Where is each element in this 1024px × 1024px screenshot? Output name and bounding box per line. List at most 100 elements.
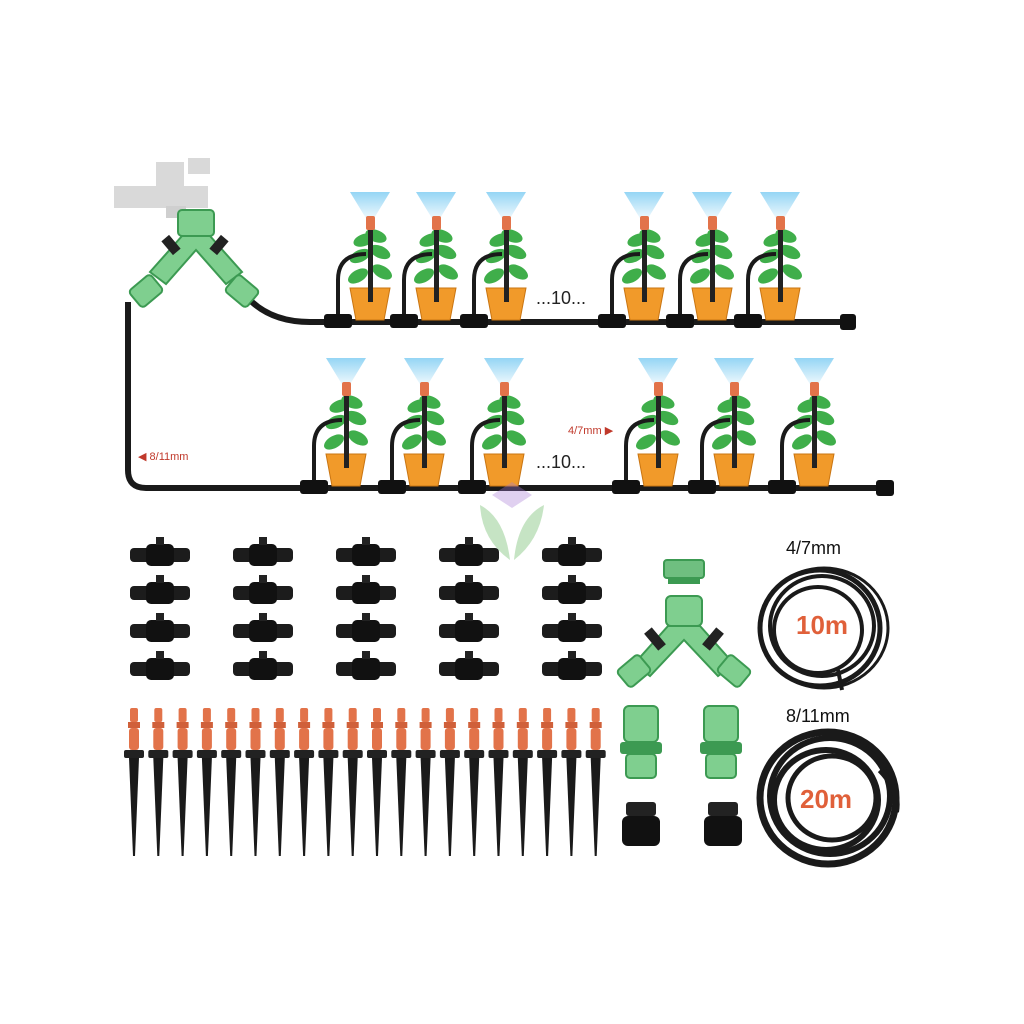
tee-connector (336, 537, 396, 566)
sprinkler-stake (342, 708, 363, 856)
sprinkler-stake (512, 708, 533, 856)
watermark-logo (480, 482, 544, 560)
plant-unit (390, 192, 458, 328)
nozzle (342, 382, 351, 396)
plant-unit (378, 358, 446, 494)
feed-tube (470, 418, 501, 488)
sprinkler-stake (537, 708, 558, 856)
feed-tube (336, 252, 367, 322)
sprinkler-stake (294, 708, 315, 856)
nozzle (502, 216, 511, 230)
water-spray (624, 192, 664, 220)
leaf (636, 434, 656, 450)
main-pipe-top (249, 299, 856, 325)
small-tube-size-label: 4/7mm (786, 538, 842, 558)
flower-pot (637, 453, 679, 487)
tee-connector (439, 613, 499, 642)
small-tube-length-label: 10m (796, 610, 849, 640)
tee-connector (130, 537, 190, 566)
sprinkler-stake (439, 708, 460, 856)
plant-unit (734, 192, 802, 328)
feed-tube (390, 418, 421, 488)
row-count-bottom: ...10... (536, 452, 587, 472)
feed-tube (610, 252, 641, 322)
leaf (646, 264, 666, 280)
plant-unit (688, 358, 756, 494)
end-plug-bottom (876, 480, 894, 496)
large-tube-size-label: 8/11mm (786, 706, 850, 726)
plant-unit (666, 192, 734, 328)
sprinkler-stake (367, 708, 387, 856)
leaf (372, 264, 392, 280)
sprinkler-stake (318, 708, 339, 856)
tee-connector (542, 575, 602, 604)
leaf (402, 434, 422, 450)
nozzle (500, 382, 509, 396)
tee-connector (233, 537, 293, 566)
quick-connector-1 (620, 705, 662, 779)
plant-unit (324, 192, 392, 328)
tee-connector (233, 575, 293, 604)
tube-coil-small (757, 566, 890, 691)
feed-tube (700, 418, 731, 488)
nozzle (420, 382, 429, 396)
leaf (414, 268, 434, 284)
main-pipe-size-text: 8/11mm (149, 451, 189, 463)
feed-tube (312, 418, 343, 488)
leaf (506, 430, 526, 446)
branch-pipe-size-label: 4/7mm ▶ (568, 424, 613, 437)
leaf (816, 430, 836, 446)
nozzle (654, 382, 663, 396)
plant-unit (598, 192, 666, 328)
leaf (622, 268, 642, 284)
plant-unit (612, 358, 680, 494)
water-spray (404, 358, 444, 386)
leaf (657, 410, 679, 426)
stake (732, 388, 737, 468)
leaf (505, 244, 527, 260)
feed-tube (746, 252, 777, 322)
right-arrow-icon: ▶ (604, 425, 614, 437)
stake (812, 388, 817, 468)
nozzle (366, 216, 375, 230)
flower-pot (485, 287, 527, 321)
leaf (792, 434, 812, 450)
water-spray (326, 358, 366, 386)
leaf (435, 244, 457, 260)
leaf (503, 410, 525, 426)
sprinkler-stake (464, 708, 485, 856)
feed-tube (402, 252, 433, 322)
tee-connector (336, 575, 396, 604)
stake (710, 222, 715, 302)
leaf (758, 268, 778, 284)
sprinkler-stake (585, 708, 606, 856)
tee-connector (336, 651, 396, 680)
flower-pot (623, 287, 665, 321)
tee-connector (130, 651, 190, 680)
tee-on-pipe (666, 314, 694, 328)
tee-connector (542, 651, 602, 680)
nozzle (708, 216, 717, 230)
water-spray (714, 358, 754, 386)
sprinkler-stake (148, 708, 169, 856)
water-spray (760, 192, 800, 220)
water-spray (416, 192, 456, 220)
stake (642, 222, 647, 302)
sprinkler-stake (561, 708, 582, 856)
tee-connector (130, 575, 190, 604)
plant-unit (300, 358, 368, 494)
left-arrow-icon: ◀ (138, 451, 147, 463)
feed-tube (624, 418, 655, 488)
stake (368, 222, 373, 302)
water-spray (692, 192, 732, 220)
sprinkler-stake (488, 708, 509, 856)
plant-row-top (324, 192, 802, 328)
nozzle (730, 382, 739, 396)
feed-tube (780, 418, 811, 488)
large-tube-length-label: 20m (800, 784, 853, 814)
tee-connector (439, 651, 499, 680)
branch-pipe-size-text: 4/7mm (568, 425, 602, 437)
leaf (348, 268, 368, 284)
tee-on-pipe (324, 314, 352, 328)
tee-on-pipe (460, 314, 488, 328)
